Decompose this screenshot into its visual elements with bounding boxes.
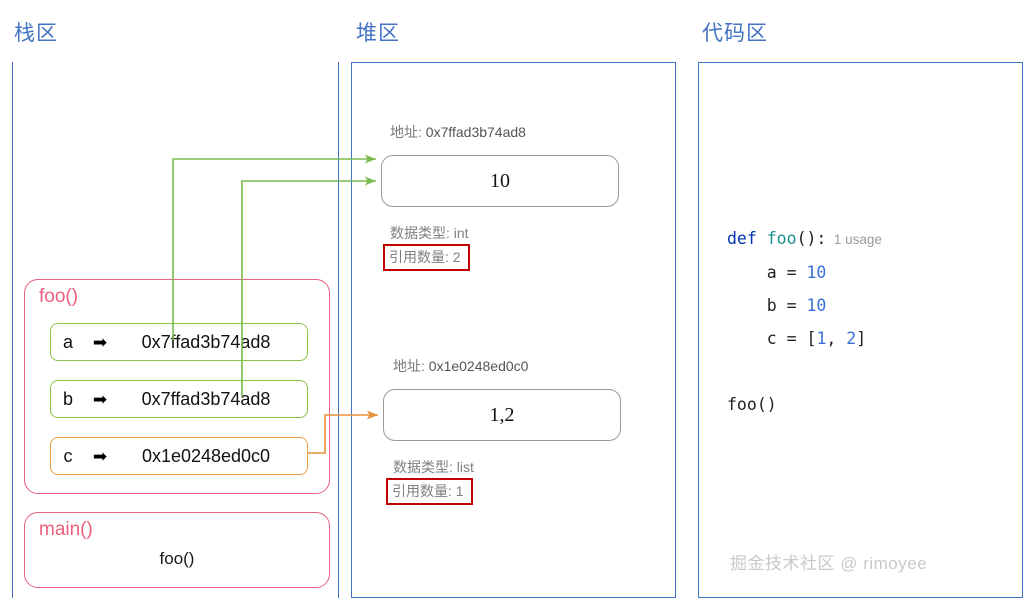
code-token: def xyxy=(727,229,767,248)
arrow-right-icon: ➡ xyxy=(92,389,108,409)
code-token: 1 xyxy=(816,329,827,348)
code-token: = xyxy=(786,329,807,348)
code-line: a = 10 xyxy=(727,256,882,289)
usage-hint: 1 usage xyxy=(826,232,882,247)
section-title-stack: 栈区 xyxy=(14,22,58,45)
code-token: = xyxy=(786,263,807,282)
watermark: 掘金技术社区 @ rimoyee xyxy=(730,554,928,573)
code-panel xyxy=(698,62,1023,598)
code-token: foo xyxy=(727,395,757,414)
heap-object-2-address-value: 0x1e0248ed0c0 xyxy=(428,358,529,374)
code-snippet: def foo(): 1 usage a = 10 b = 10 c = [1,… xyxy=(727,222,882,421)
code-line: b = 10 xyxy=(727,289,882,322)
heap-object-2-address: 地址: 0x1e0248ed0c0 xyxy=(393,358,529,374)
code-line xyxy=(727,355,882,388)
heap-object-1-refcount-value: 2 xyxy=(452,249,461,265)
variable-slot-a[interactable]: a ➡ 0x7ffad3b74ad8 xyxy=(50,323,308,361)
heap-object-1-address-label: 地址 xyxy=(390,124,418,140)
section-title-heap: 堆区 xyxy=(356,22,400,45)
heap-object-2-type-value: list xyxy=(456,459,474,475)
code-token: 10 xyxy=(806,296,827,315)
heap-object-1-type-label: 数据类型 xyxy=(390,225,446,241)
code-token: [ xyxy=(806,329,817,348)
code-token: b xyxy=(766,296,787,315)
code-token: (): xyxy=(796,229,827,248)
section-title-code: 代码区 xyxy=(702,22,768,45)
variable-name-c: c xyxy=(63,445,73,466)
code-token: = xyxy=(786,296,807,315)
variable-value-b: 0x7ffad3b74ad8 xyxy=(141,388,271,409)
heap-object-1: 10 xyxy=(381,155,619,207)
code-token: c xyxy=(766,329,787,348)
variable-value-c: 0x1e0248ed0c0 xyxy=(141,445,271,466)
arrow-right-icon: ➡ xyxy=(92,332,108,352)
stack-frame-main-label: main() xyxy=(39,519,93,540)
code-line: foo() xyxy=(727,388,882,421)
heap-object-1-type: 数据类型: int xyxy=(390,225,469,241)
heap-object-2-address-label: 地址 xyxy=(393,358,421,374)
heap-object-2-refcount-value: 1 xyxy=(455,483,464,499)
heap-object-1-refcount: 引用数量: 2 xyxy=(383,244,470,271)
heap-object-2-value: 1,2 xyxy=(489,403,515,426)
heap-object-2-type-label: 数据类型 xyxy=(393,459,449,475)
arrow-right-icon: ➡ xyxy=(92,446,108,466)
variable-slot-c[interactable]: c ➡ 0x1e0248ed0c0 xyxy=(50,437,308,475)
code-token: 10 xyxy=(806,263,827,282)
variable-name-a: a xyxy=(62,331,73,352)
stack-frame-foo: foo() a ➡ 0x7ffad3b74ad8 b ➡ 0x7ffad3b74… xyxy=(24,279,330,494)
code-token: () xyxy=(756,395,777,414)
variable-name-b: b xyxy=(62,388,73,409)
heap-object-1-refcount-label: 引用数量 xyxy=(389,249,445,265)
variable-slot-b[interactable]: b ➡ 0x7ffad3b74ad8 xyxy=(50,380,308,418)
code-token: ] xyxy=(856,329,867,348)
stack-frame-main-call: foo() xyxy=(159,549,195,568)
stack-frame-main: main() foo() xyxy=(24,512,330,588)
heap-object-1-address-value: 0x7ffad3b74ad8 xyxy=(425,124,526,140)
code-line: def foo(): 1 usage xyxy=(727,222,882,256)
heap-panel xyxy=(351,62,676,598)
code-token: 2 xyxy=(846,329,857,348)
heap-object-1-type-value: int xyxy=(453,225,469,241)
stack-frame-foo-label: foo() xyxy=(39,286,79,307)
heap-object-2-refcount-label: 引用数量 xyxy=(392,483,448,499)
heap-object-2-refcount: 引用数量: 1 xyxy=(386,478,473,505)
code-token: a xyxy=(766,263,787,282)
code-token: foo xyxy=(766,229,797,248)
heap-object-2: 1,2 xyxy=(383,389,621,441)
code-token: , xyxy=(826,329,847,348)
heap-object-1-address: 地址: 0x7ffad3b74ad8 xyxy=(390,124,526,140)
code-line: c = [1, 2] xyxy=(727,322,882,355)
variable-value-a: 0x7ffad3b74ad8 xyxy=(141,331,271,352)
heap-object-2-type: 数据类型: list xyxy=(393,459,474,475)
heap-object-1-value: 10 xyxy=(490,169,510,192)
